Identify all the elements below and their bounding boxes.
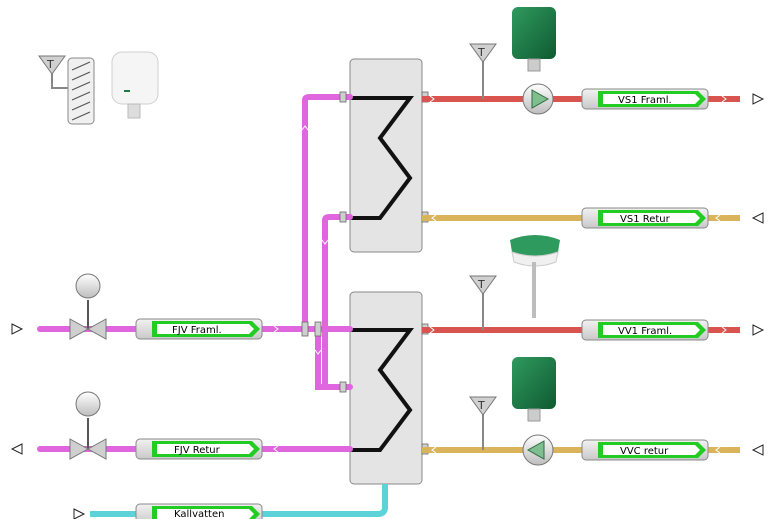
heat-exchanger-vv1[interactable]	[347, 291, 423, 485]
pump-icon[interactable]	[522, 434, 554, 466]
label-text: VV1 Framl.	[618, 326, 672, 337]
heat-exchanger-vs1[interactable]	[347, 58, 423, 253]
label-text: FJV Retur	[174, 445, 221, 456]
label-vs1-framl[interactable]: VS1 Framl.	[581, 88, 709, 110]
flow-terminals	[10, 93, 765, 519]
temperature-sensor-icon[interactable]: T	[469, 43, 497, 99]
label-fjv-retur[interactable]: FJV Retur	[135, 438, 263, 460]
label-kallvatten[interactable]: Kallvatten	[135, 503, 263, 519]
label-text: VVC retur	[620, 446, 669, 457]
immersion-sensor-icon[interactable]	[510, 235, 560, 318]
label-vs1-retur[interactable]: VS1 Retur	[581, 207, 709, 229]
temperature-sensor-icon[interactable]: T	[469, 275, 497, 330]
actuator-icon[interactable]	[512, 7, 556, 72]
temperature-sensor-icon[interactable]: T	[469, 396, 497, 450]
label-text: VS1 Retur	[620, 214, 671, 225]
svg-text:T: T	[477, 278, 485, 291]
svg-text:T: T	[477, 399, 485, 412]
label-text: Kallvatten	[174, 509, 224, 519]
flow-arrows	[273, 95, 727, 454]
pump-icon[interactable]	[522, 83, 554, 115]
actuator-icon[interactable]	[512, 357, 556, 422]
control-valve-icon[interactable]	[69, 273, 107, 340]
label-text: VS1 Framl.	[618, 95, 672, 106]
label-vv1-framl[interactable]: VV1 Framl.	[581, 319, 709, 341]
svg-text:T: T	[477, 46, 485, 59]
label-fjv-framl[interactable]: FJV Framl.	[135, 318, 263, 340]
room-sensor-icon[interactable]	[111, 51, 159, 119]
label-text: FJV Framl.	[172, 325, 222, 336]
label-vvc-retur[interactable]: VVC retur	[581, 439, 709, 461]
pipe-cold-water	[90, 484, 388, 517]
outdoor-temperature-sensor-icon[interactable]: T	[38, 55, 95, 125]
control-valve-icon[interactable]	[69, 391, 107, 460]
svg-text:T: T	[46, 58, 54, 71]
